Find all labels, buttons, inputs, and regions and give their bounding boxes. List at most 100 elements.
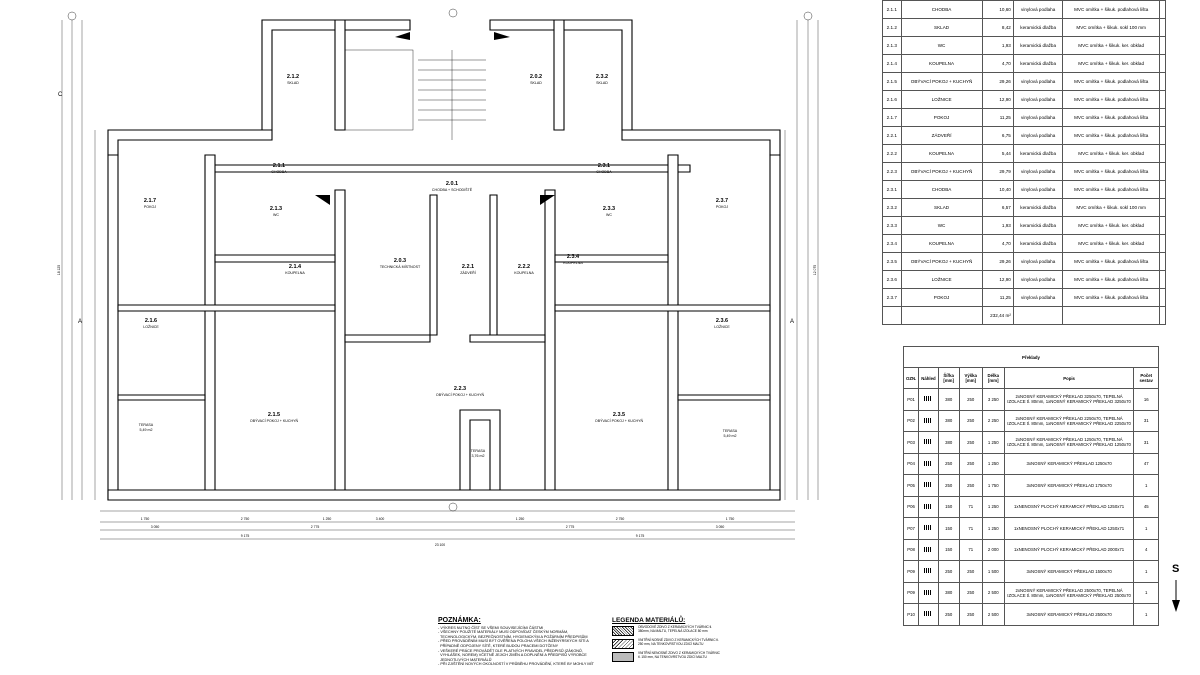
room-schedule-cell: OBÝVACÍ POKOJ + KUCHYŇ <box>900 252 983 271</box>
lintel-cell: 2 500 <box>981 603 1005 626</box>
room-schedule-cell: MVC omítka + šikuk. podlahová lišta <box>1062 162 1160 181</box>
dimension-text: 3 400 <box>376 517 385 521</box>
room-id-label: 2.1.7 <box>144 198 156 204</box>
lintel-cell: P07 <box>902 517 920 540</box>
room-schedule-cell: 29,79 <box>981 162 1014 181</box>
room-name-label: WC <box>273 213 279 217</box>
note-line: - PŘED PROVÁDĚNÍM MUSÍ BÝT OVĚŘENA POLOH… <box>438 639 589 644</box>
note-line: VYHLÁŠEK, NOREM) VČETNĚ JEJICH ZMĚN A DO… <box>438 653 587 658</box>
lintel-header: Šířka [mm] <box>937 367 960 389</box>
room-name-label: ZÁDVEŘÍ <box>460 270 476 275</box>
room-name-label: POKOJ <box>144 205 156 209</box>
lintel-cell: 2 500 <box>981 581 1005 604</box>
room-id-label: 2.3.2 <box>596 74 608 80</box>
room-name-label: KOUPELNA <box>285 271 305 275</box>
lintel-cell: 1 250 <box>981 517 1005 540</box>
lintel-cell: 1 500 <box>981 560 1005 583</box>
section-marker-a-right: A <box>790 319 794 325</box>
note-line: JEDNOTLIVÝCH MATERIÁLŮ <box>438 657 492 662</box>
lintel-cell: 31 <box>1133 431 1159 454</box>
room-schedule-cell: 1,93 <box>981 216 1014 235</box>
room-schedule-cell: 2.1.3 <box>882 36 902 55</box>
lintel-cell: 3xNOSNÝ KERAMICKÝ PŘEKLAD 1250x70 <box>1003 452 1135 475</box>
lintel-preview-icon <box>924 611 933 617</box>
room-schedule-cell <box>1158 72 1167 91</box>
dimension-text: 23 100 <box>435 543 445 547</box>
room-schedule-cell: LOŽNICE <box>900 270 983 289</box>
room-schedule-cell: 2.3.2 <box>882 198 902 217</box>
room-id-label: 2.3.5 <box>613 412 625 418</box>
lintel-cell: 1xNENOSNÝ PLOCHÝ KERAMICKÝ PŘEKLAD 2000x… <box>1003 538 1135 561</box>
room-id-label: 2.1.5 <box>268 412 280 418</box>
lintel-preview <box>918 452 939 475</box>
lintel-cell: 2 250 <box>981 409 1005 432</box>
room-schedule-cell: vinylová podlaha <box>1012 162 1064 181</box>
note-line: - PŘI ZJIŠTĚNÍ NOVÝCH OKOLNOSTÍ V PRŮBĚH… <box>438 662 594 667</box>
room-id-label: 2.3.3 <box>603 206 615 212</box>
room-name-label: TECHNICKÁ MÍSTNOST <box>380 265 421 269</box>
lintel-preview <box>918 409 939 432</box>
room-schedule-cell: 4,70 <box>981 54 1014 73</box>
room-id-label: 2.0.2 <box>530 74 542 80</box>
terrace-name: TERASA <box>139 423 154 427</box>
lintel-preview-icon <box>924 439 933 445</box>
north-label: S <box>1172 563 1180 575</box>
lintel-cell: 150 <box>937 495 960 518</box>
room-schedule-cell: 2.3.1 <box>882 180 902 199</box>
lintel-preview-icon <box>924 568 933 574</box>
lintel-cell: 1 <box>1133 581 1159 604</box>
room-name-label: OBÝVACÍ POKOJ + KUCHYŇ <box>250 419 299 423</box>
dimension-text: 9 175 <box>241 534 250 538</box>
lintel-cell: P09 <box>902 581 920 604</box>
lintel-cell: 16 <box>1133 388 1159 411</box>
room-schedule-cell: 29,26 <box>981 72 1014 91</box>
lintel-cell: 250 <box>958 452 983 475</box>
lintel-cell: 2xNOSNÝ KERAMICKÝ PŘEKLAD 3250x70, TEPEL… <box>1003 388 1135 411</box>
room-schedule-cell: SKLAD <box>900 18 983 37</box>
lintel-cell: 250 <box>958 560 983 583</box>
room-schedule-cell: vinylová podlaha <box>1012 108 1064 127</box>
lintel-cell: P03 <box>902 431 920 454</box>
room-schedule-cell: keramická dlažba <box>1012 54 1064 73</box>
lintel-cell: 250 <box>937 474 960 497</box>
room-schedule-cell: vinylová podlaha <box>1012 0 1064 19</box>
lintel-cell: 250 <box>937 603 960 626</box>
lintel-cell: 3xNOSNÝ KERAMICKÝ PŘEKLAD 2500x70 <box>1003 603 1135 626</box>
lintel-header: Délka [mm] <box>981 367 1005 389</box>
dimension-text: 3 050 <box>716 525 725 529</box>
room-schedule-cell <box>1158 0 1167 19</box>
room-schedule-cell: 2.3.6 <box>882 270 902 289</box>
lintel-cell: 250 <box>958 474 983 497</box>
terrace-area: 3,76 m2 <box>472 454 485 458</box>
note-line: - VÝKRES NUTNO ČÍST SE VŠEMI SOUVISEJÍCÍ… <box>438 625 544 630</box>
lintel-header: Výška [mm] <box>958 367 983 389</box>
lintel-preview-icon <box>924 482 933 488</box>
room-schedule-cell: MVC omítka + šikuk. ker. obklad <box>1062 234 1160 253</box>
section-markers: A A C <box>58 92 794 325</box>
room-schedule-cell: 8,42 <box>981 18 1014 37</box>
lintel-preview-icon <box>924 546 933 552</box>
note-line: - VŠECHNY POUŽITÉ MATERIÁLY MUSÍ ODPOVÍD… <box>438 630 569 635</box>
lintel-cell: 4 <box>1133 538 1159 561</box>
room-schedule-cell: keramická dlažba <box>1012 198 1064 217</box>
note-line: - VEŠKERÉ PRÁCE PROVÁDĚT DLE PLATNÝCH PR… <box>438 648 583 653</box>
bottom-dimension-lines <box>100 510 795 540</box>
room-name-label: CHODBA + SCHODIŠTĚ <box>432 187 473 192</box>
room-schedule-cell <box>1158 90 1167 109</box>
room-schedule-cell <box>1158 216 1167 235</box>
lintel-cell: 150 <box>937 538 960 561</box>
